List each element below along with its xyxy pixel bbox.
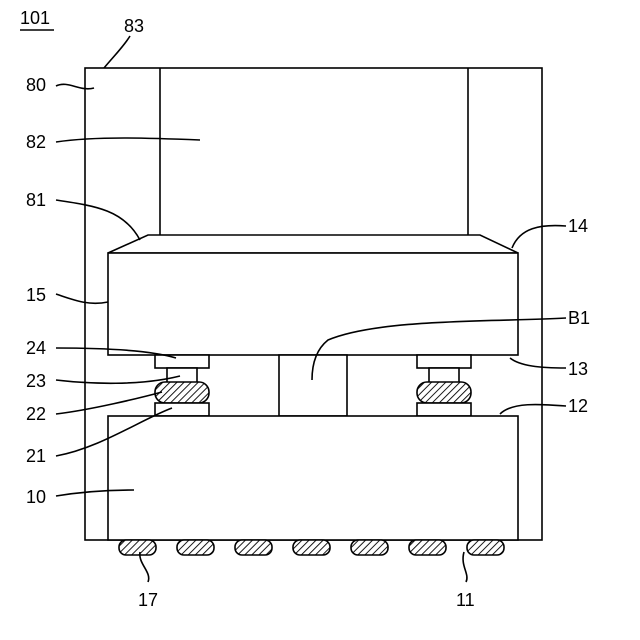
- label-10: 10: [26, 487, 46, 507]
- bump-22-left: [155, 382, 209, 403]
- label-21: 21: [26, 446, 46, 466]
- substrate-15: [108, 253, 518, 355]
- label-22: 22: [26, 404, 46, 424]
- leader-17: [140, 552, 149, 582]
- label-15: 15: [26, 285, 46, 305]
- label-24: 24: [26, 338, 46, 358]
- figure-ref-label: 101: [20, 8, 50, 28]
- label-14: 14: [568, 216, 588, 236]
- terminal-11: [293, 540, 330, 555]
- pad-24-right: [417, 355, 471, 368]
- substrate-10: [108, 416, 518, 540]
- terminal-11: [467, 540, 504, 555]
- pad-21-left: [155, 403, 209, 416]
- leader-11: [463, 552, 467, 582]
- adhesive-81: [108, 235, 518, 253]
- leader-83: [104, 36, 130, 68]
- terminal-11: [235, 540, 272, 555]
- pad-21-right: [417, 403, 471, 416]
- bump-22-right: [417, 382, 471, 403]
- label-80: 80: [26, 75, 46, 95]
- terminal-11: [119, 540, 156, 555]
- label-23: 23: [26, 371, 46, 391]
- label-13: 13: [568, 359, 588, 379]
- terminal-11: [351, 540, 388, 555]
- label-b1: B1: [568, 308, 590, 328]
- label-11: 11: [456, 590, 475, 610]
- terminal-11: [177, 540, 214, 555]
- pillar-23-left: [167, 368, 197, 383]
- label-83: 83: [124, 16, 144, 36]
- terminal-11: [409, 540, 446, 555]
- label-12: 12: [568, 396, 588, 416]
- terminal-row-11: [119, 540, 504, 555]
- pad-24-left: [155, 355, 209, 368]
- label-81: 81: [26, 190, 46, 210]
- pillar-23-right: [429, 368, 459, 383]
- label-82: 82: [26, 132, 46, 152]
- label-17: 17: [138, 590, 158, 610]
